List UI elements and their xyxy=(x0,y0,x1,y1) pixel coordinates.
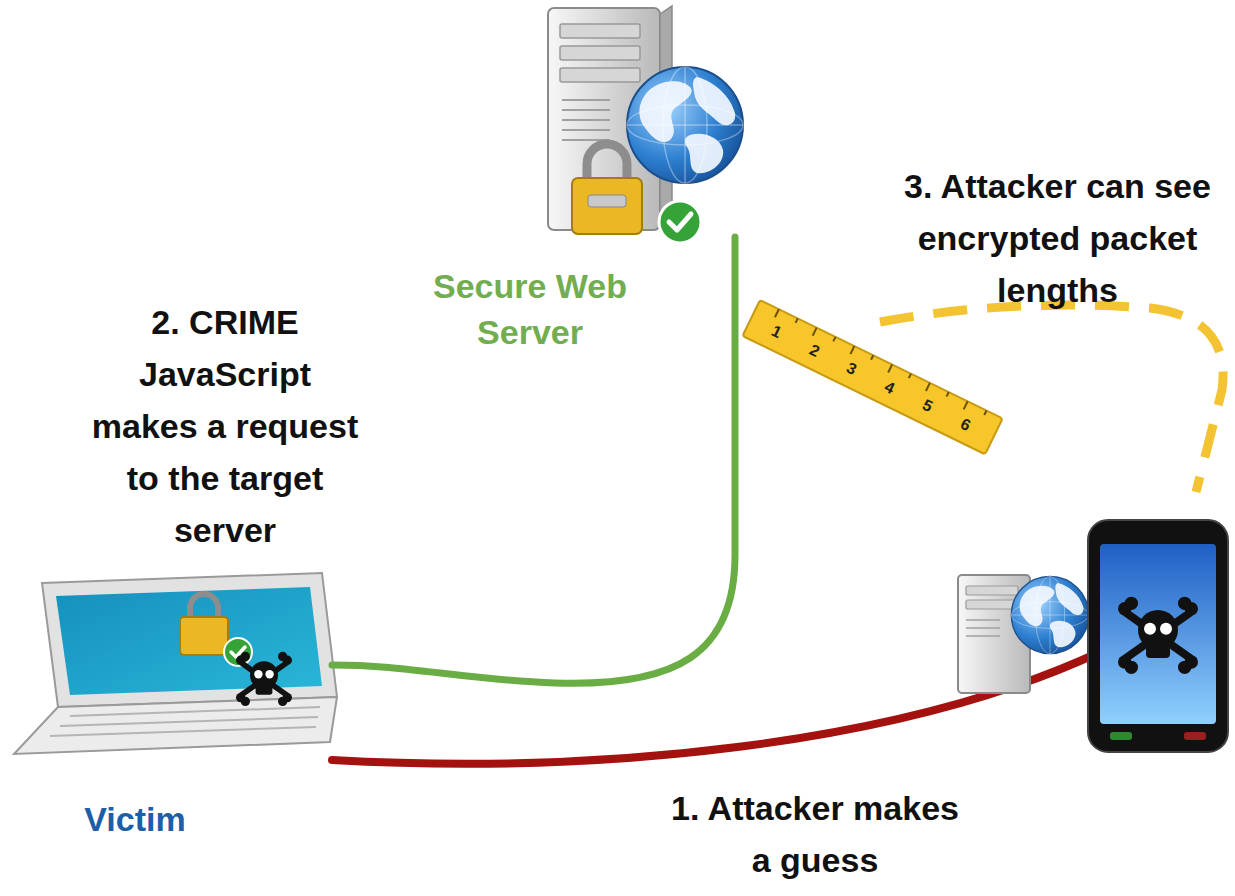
node-label: Secure Web Server xyxy=(400,263,660,355)
step-label: 3. Attacker can see encrypted packet len… xyxy=(890,160,1225,316)
secure-connection-line xyxy=(332,237,735,683)
server-node: Secure Web Server xyxy=(540,5,745,237)
victim-node: Victim xyxy=(10,570,332,760)
node-label: Victim xyxy=(10,796,260,842)
step-label: 2. CRIME JavaScript makes a request to t… xyxy=(90,296,360,556)
step-label: 1. Attacker makes a guess xyxy=(660,782,970,886)
